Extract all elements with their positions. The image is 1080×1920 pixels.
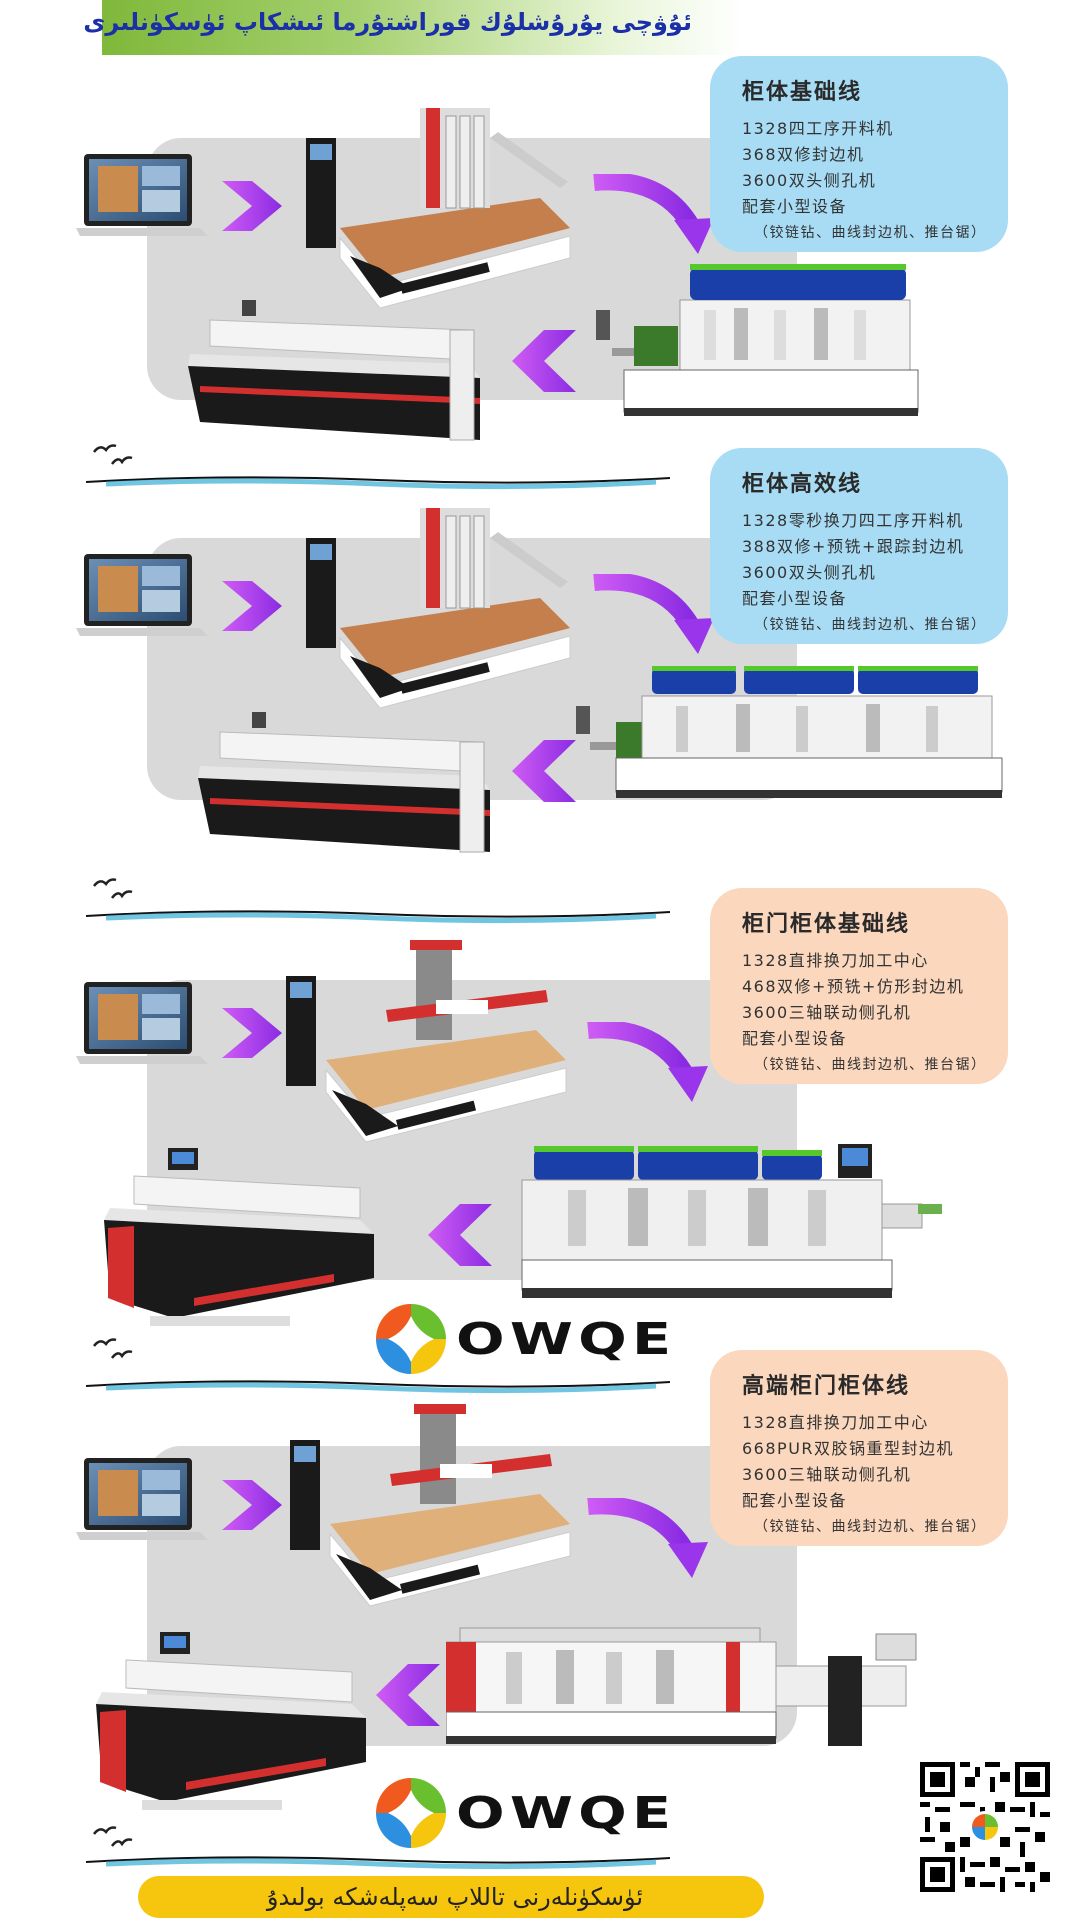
section-3: 柜门柜体基础线 1328直排换刀加工中心 468双修+预铣+仿形封边机 3600…: [0, 880, 1080, 1394]
info-line: 配套小型设备: [742, 1029, 848, 1048]
footer-banner: [138, 1876, 764, 1918]
brand-logo: OWQE: [376, 1778, 671, 1850]
laptop-icon: [76, 1458, 208, 1540]
info-line: 1328零秒换刀四工序开料机: [742, 511, 964, 530]
arrow-left-icon: [512, 740, 576, 802]
wave-icon: [86, 1380, 670, 1394]
info-title: 柜体高效线: [742, 472, 863, 497]
side-drill-icon: [188, 300, 480, 441]
qr-code: [920, 1762, 1050, 1892]
edge-bander-icon: [576, 666, 1003, 798]
info-line: 368双修封边机: [742, 145, 865, 164]
info-card: 柜体基础线 1328四工序开料机 368双修封边机 3600双头侧孔机 配套小型…: [710, 56, 1008, 252]
info-line: 468双修+预铣+仿形封边机: [742, 977, 965, 996]
wave-icon: [86, 476, 670, 490]
side-drill-icon: [198, 712, 490, 853]
info-note: （铰链钻、曲线封边机、推台锯）: [754, 617, 987, 633]
laptop-icon: [76, 982, 208, 1064]
logo-mark-icon: [376, 1304, 446, 1374]
birds-icon: [93, 444, 133, 465]
info-line: 388双修+预铣+跟踪封边机: [742, 537, 965, 556]
info-line: 1328直排换刀加工中心: [742, 1413, 929, 1432]
cnc-router-icon: [306, 108, 571, 308]
logo-text: OWQE: [456, 1788, 677, 1839]
logo-mark-icon: [376, 1778, 446, 1848]
section-4: 高端柜门柜体线 1328直排换刀加工中心 668PUR双胶锅重型封边机 3600…: [0, 1350, 1080, 1870]
arrow-left-icon: [512, 330, 576, 392]
info-card: 高端柜门柜体线 1328直排换刀加工中心 668PUR双胶锅重型封边机 3600…: [710, 1350, 1008, 1546]
birds-icon: [93, 1338, 133, 1359]
info-note: （铰链钻、曲线封边机、推台锯）: [754, 225, 987, 241]
info-line: 1328四工序开料机: [742, 119, 894, 138]
info-line: 3600双头侧孔机: [742, 563, 877, 582]
info-note: （铰链钻、曲线封边机、推台锯）: [754, 1057, 987, 1073]
header-banner: [102, 0, 742, 55]
laptop-icon: [76, 154, 208, 236]
info-title: 高端柜门柜体线: [742, 1374, 911, 1399]
section-2: 柜体高效线 1328零秒换刀四工序开料机 388双修+预铣+跟踪封边机 3600…: [0, 448, 1080, 924]
arrow-right-icon: [222, 181, 282, 231]
brand-logo: OWQE: [376, 1304, 671, 1376]
wave-icon: [86, 910, 670, 924]
arrow-left-icon: [428, 1204, 492, 1266]
info-title: 柜门柜体基础线: [742, 912, 911, 937]
qr-code-icon: [920, 1762, 1050, 1892]
curved-arrow-icon: [587, 1498, 708, 1578]
section-1: 柜体基础线 1328四工序开料机 368双修封边机 3600双头侧孔机 配套小型…: [0, 0, 1080, 490]
info-title: 柜体基础线: [742, 80, 863, 105]
info-line: 配套小型设备: [742, 197, 848, 216]
cnc-router-icon: [306, 508, 571, 708]
cnc-router-icon: [290, 1404, 571, 1607]
info-note: （铰链钻、曲线封边机、推台锯）: [754, 1519, 987, 1535]
wave-icon: [86, 1856, 670, 1870]
logo-text: OWQE: [456, 1314, 677, 1365]
arrow-left-icon: [376, 1664, 440, 1726]
info-line: 3600三轴联动侧孔机: [742, 1003, 912, 1022]
info-card: 柜体高效线 1328零秒换刀四工序开料机 388双修+预铣+跟踪封边机 3600…: [710, 448, 1008, 644]
curved-arrow-icon: [593, 174, 714, 254]
laptop-icon: [76, 554, 208, 636]
arrow-right-icon: [222, 1008, 282, 1058]
arrow-right-icon: [222, 581, 282, 631]
info-line: 配套小型设备: [742, 1491, 848, 1510]
arrow-right-icon: [222, 1480, 282, 1530]
side-drill-icon: [104, 1148, 374, 1326]
birds-icon: [93, 878, 133, 899]
page-title: ئۇۋچى يۇرۇشلۇك قوراشتۇرما ئىشكاپ ئۈسكۈنل…: [83, 8, 692, 36]
edge-bander-icon: [596, 264, 919, 416]
side-drill-icon: [96, 1632, 366, 1810]
footer-text: ئۈسكۈنلەرنى تاللاپ سەپلەشكە بولىدۇ: [266, 1883, 644, 1911]
info-line: 3600双头侧孔机: [742, 171, 877, 190]
info-line: 668PUR双胶锅重型封边机: [742, 1439, 955, 1458]
cnc-router-icon: [286, 940, 567, 1143]
edge-bander-icon: [446, 1627, 917, 1746]
info-card: 柜门柜体基础线 1328直排换刀加工中心 468双修+预铣+仿形封边机 3600…: [710, 888, 1008, 1084]
curved-arrow-icon: [587, 1022, 708, 1102]
info-line: 配套小型设备: [742, 589, 848, 608]
info-line: 1328直排换刀加工中心: [742, 951, 929, 970]
info-line: 3600三轴联动侧孔机: [742, 1465, 912, 1484]
edge-bander-icon: [521, 1144, 942, 1298]
curved-arrow-icon: [593, 574, 714, 654]
birds-icon: [93, 1826, 133, 1847]
